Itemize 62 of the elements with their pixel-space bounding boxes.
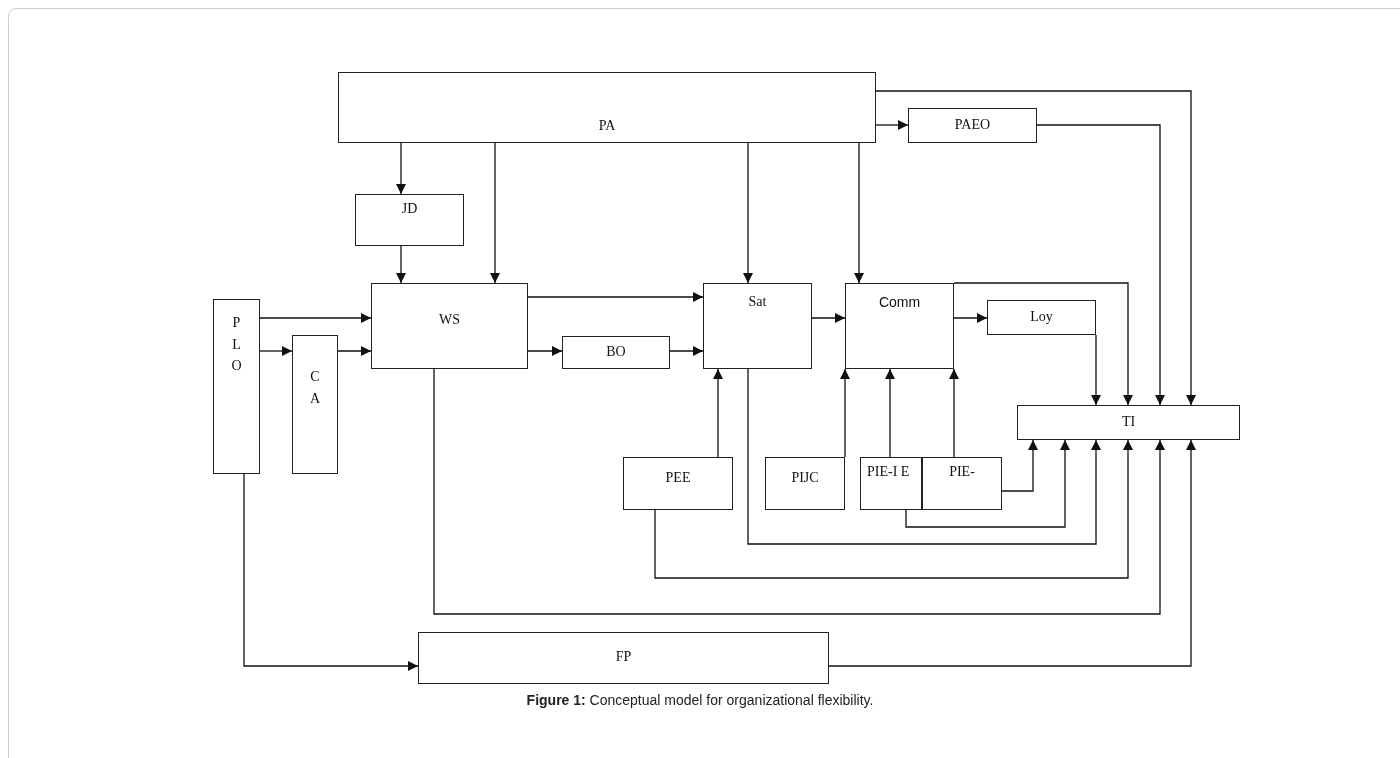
box-label: PIE- — [949, 464, 975, 481]
arrow — [259, 313, 372, 323]
arrow — [905, 439, 1070, 528]
box-label: Sat — [748, 294, 767, 311]
arrow — [885, 368, 895, 458]
arrow — [840, 368, 850, 458]
box-label: FP — [615, 649, 632, 666]
box-label: C A — [308, 368, 322, 408]
box-label: PA — [598, 117, 616, 134]
arrow — [811, 313, 846, 323]
arrow — [713, 368, 723, 458]
process-box — [623, 457, 733, 510]
box-label: PIJC — [791, 470, 819, 487]
box-label: PIE-I E — [867, 464, 911, 481]
process-box — [292, 335, 338, 474]
arrow — [1036, 124, 1165, 406]
arrow — [433, 368, 1165, 615]
arrow — [396, 142, 406, 195]
process-box — [562, 336, 670, 369]
arrow — [854, 142, 864, 284]
process-box — [418, 632, 829, 684]
process-box — [213, 299, 260, 474]
process-box — [1017, 405, 1240, 440]
box-label: PAEO — [954, 117, 991, 134]
arrow — [875, 120, 909, 130]
process-box — [860, 457, 922, 510]
box-label: P L O — [230, 314, 243, 376]
arrow — [337, 346, 372, 356]
arrow — [747, 368, 1101, 545]
box-label: WS — [439, 312, 460, 329]
box-label: Loy — [1030, 309, 1053, 326]
process-box — [845, 283, 954, 369]
box-label: TI — [1121, 414, 1136, 431]
process-box — [987, 300, 1096, 335]
arrow — [259, 346, 293, 356]
box-label: PEE — [665, 470, 691, 487]
arrow — [243, 473, 419, 671]
arrow — [828, 439, 1196, 667]
arrow — [949, 368, 959, 458]
arrow — [669, 346, 704, 356]
arrow — [953, 313, 988, 323]
process-box — [338, 72, 876, 143]
process-box — [765, 457, 845, 510]
process-box — [922, 457, 1002, 510]
process-box — [703, 283, 812, 369]
process-box — [371, 283, 528, 369]
arrow — [527, 292, 704, 302]
arrow — [875, 90, 1196, 406]
figure-caption: Figure 1: Conceptual model for organizational flexibility. — [525, 692, 875, 708]
arrow — [1001, 439, 1038, 492]
box-label: Comm — [878, 294, 921, 311]
arrow — [527, 346, 563, 356]
arrow — [654, 439, 1133, 579]
arrow — [1091, 334, 1101, 406]
arrow — [490, 142, 500, 284]
box-label: JD — [401, 201, 418, 218]
box-label: BO — [606, 344, 626, 361]
arrow — [953, 282, 1133, 406]
arrow — [396, 245, 406, 284]
process-box — [908, 108, 1037, 143]
process-box — [355, 194, 464, 246]
arrow — [743, 142, 753, 284]
